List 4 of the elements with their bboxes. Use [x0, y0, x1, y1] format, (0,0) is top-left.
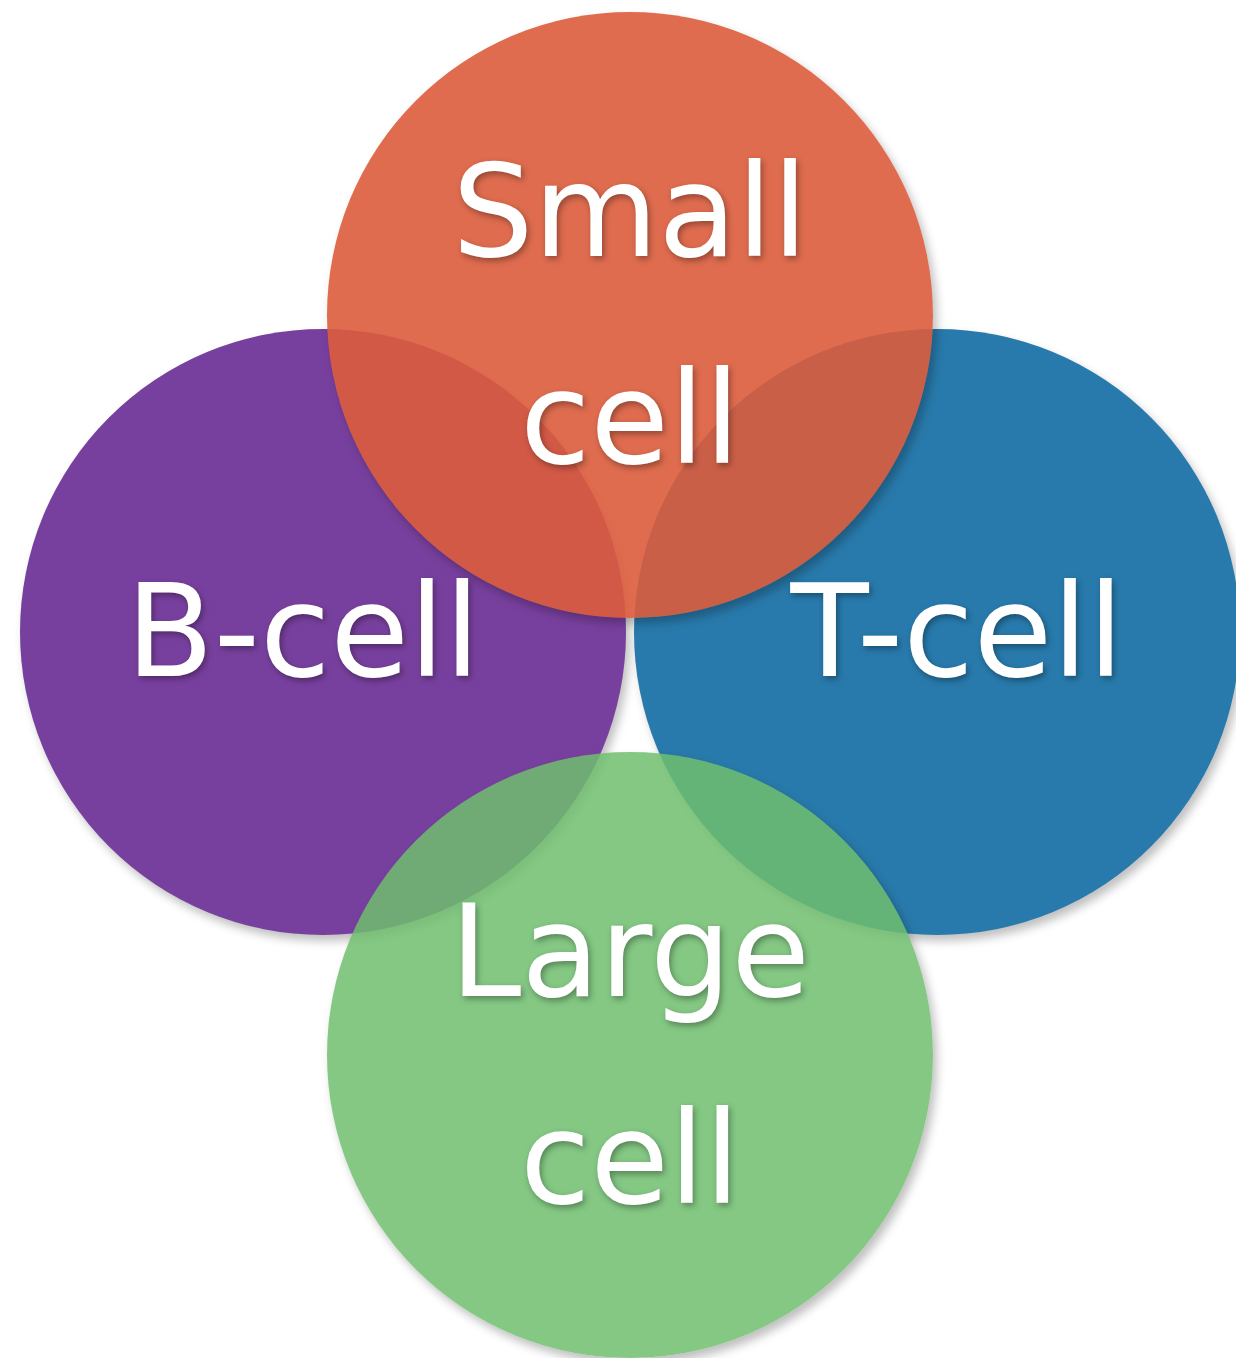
circle-label: Small cell [451, 135, 809, 495]
circle-label: Large cell [448, 875, 812, 1235]
circle-label: B-cell [125, 556, 481, 709]
circle-label: T-cell [790, 556, 1124, 709]
